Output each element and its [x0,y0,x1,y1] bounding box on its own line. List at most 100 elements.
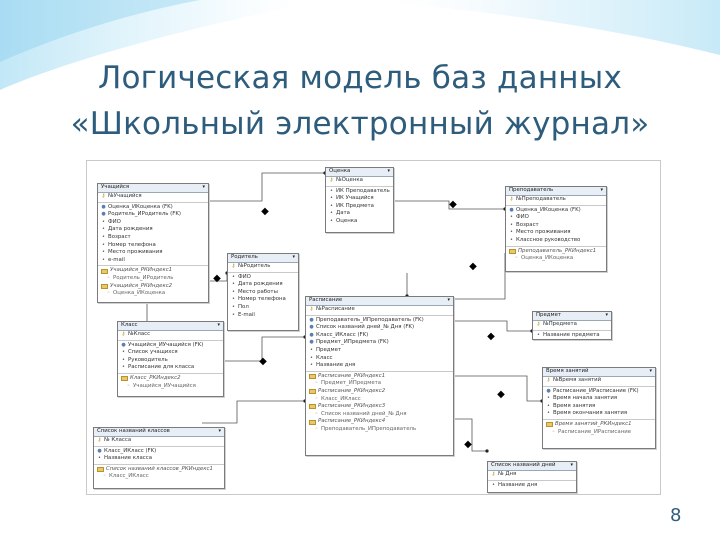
entity-otsenka[interactable]: Оценка▾ ⚷№Оценка•ИК Преподаватель•ИК Уча… [325,167,394,233]
entity-row: •ИК Учащийся [326,195,393,203]
entity-row-text: Время начала занятия [553,395,618,402]
column-icon: • [330,210,333,217]
chevron-down-icon[interactable]: ▾ [570,462,573,469]
entity-row-text: Класс_ИКласс (FK) [316,331,369,338]
entity-row-text: №Преподаватель [516,196,566,202]
entity-separator [506,204,606,206]
entity-predmet[interactable]: Предмет▾ ⚷№Предмета•Название предмета [532,311,612,340]
index-folder-icon [97,467,104,473]
chevron-down-icon[interactable]: ▾ [387,168,390,175]
entity-row-text: Дата [336,210,350,217]
foreign-key-icon: ● [309,331,314,338]
column-icon: • [232,281,235,288]
entity-row: ◦Класс_ИКласс [94,473,224,481]
column-icon: • [547,395,550,402]
entity-klass[interactable]: Класс▾ ⚷№Класс●Учащийся_ИУчащийся (FK)•С… [117,321,224,397]
entity-row-text: Список названий классов_РКИндекс1 [106,465,213,472]
entity-row-text: ИК Преподаватель [336,187,390,194]
chevron-down-icon[interactable]: ▾ [447,297,450,304]
entity-row-text: ИК Учащийся [336,195,374,202]
entity-row-text: Преподаватель_ИПреподаватель [321,425,417,432]
entity-prepodavatel[interactable]: Преподаватель▾ ⚷№Преподаватель●Оценка_ИК… [505,186,607,272]
entity-row: ◦Оценка_ИКоценка [506,255,606,263]
entity-row: ●Преподаватель_ИПреподаватель (FK) [306,317,453,325]
entity-row: Расписание_РКИндекс4 [306,418,453,426]
entity-raspisanie[interactable]: Расписание▾ ⚷№Расписание●Преподаватель_И… [305,296,454,456]
index-folder-icon [309,374,316,380]
entity-row-text: Оценка [336,217,358,224]
chevron-down-icon[interactable]: ▾ [605,312,608,319]
chevron-down-icon[interactable]: ▾ [649,368,652,375]
entity-row-text: Оценка_ИКоценка (FK) [516,206,581,213]
entity-row: ◦Предмет_ИПредмета [306,380,453,388]
entity-row-text: Номер телефона [238,296,286,303]
entity-row: ⚷№Родитель [228,263,298,271]
entity-row: Время занятий_РКИндекс1 [543,421,655,429]
column-icon: • [232,273,235,280]
relation-diamond-icon: ◆ [259,356,267,367]
entity-uchashchiysya[interactable]: Учащийся ▾ ⚷№Учащийся●Оценка_ИКоценка (FK… [97,183,209,303]
entity-row: Преподаватель_РКИндекс1 [506,248,606,256]
chevron-down-icon[interactable]: ▾ [292,254,295,261]
entity-rows: ⚷№Учащийся●Оценка_ИКоценка (FK)●Родитель… [98,193,208,298]
index-folder-icon [309,389,316,395]
entity-vremya-zanyatiy[interactable]: Время занятий▾ ⚷№Время занятий●Расписани… [542,367,656,449]
entity-row: •Дата рождения [228,281,298,289]
entity-title: Учащийся [101,184,130,191]
entity-row-text: Класс_ИКласс (FK) [104,447,157,454]
entity-row-text: Преподаватель_ИПреподаватель (FK) [316,316,424,323]
entity-title: Преподаватель [509,187,554,194]
key-icon: ⚷ [231,263,236,269]
entity-row: ◦Список названий дней_№ Дня [306,411,453,419]
index-folder-icon [101,268,108,274]
entity-roditel[interactable]: Родитель▾ ⚷№Родитель•ФИО•Дата рождения•М… [227,253,299,331]
entity-spisok-klassov[interactable]: Список названий классов▾ ⚷№ Класса●Класс… [93,427,225,489]
entity-row-text: Расписание для класса [128,364,195,371]
entity-row-text: e-mail [108,256,125,263]
column-icon: • [510,229,513,236]
chevron-down-icon[interactable]: ▾ [202,184,205,191]
chevron-down-icon[interactable]: ▾ [217,322,220,329]
key-icon: ⚷ [101,193,106,199]
entity-row: ●Расписание_ИРасписание (FK) [543,388,655,396]
index-column-icon: ◦ [315,380,318,387]
entity-separator [543,418,655,420]
entity-row: ●Родитель_ИРодитель (FK) [98,211,208,219]
entity-row: •ИК Преподаватель [326,188,393,196]
column-icon: • [102,241,105,248]
index-column-icon: ◦ [515,255,518,262]
index-column-icon: ◦ [127,382,130,389]
entity-row-text: Предмет_ИПредмета (FK) [316,339,389,346]
entity-row-text: Расписание_ИРасписание (FK) [553,387,639,394]
entity-row: ⚷№ Класса [94,437,224,445]
entity-row: Расписание_РКИндекс2 [306,388,453,396]
entity-row: •Возраст [506,222,606,230]
foreign-key-icon: ● [101,203,106,210]
chevron-down-icon[interactable]: ▾ [218,428,221,435]
entity-separator [306,314,453,316]
entity-row-text: №Класс [128,331,151,337]
entity-row: •Место проживания [98,249,208,257]
er-diagram: ◆ ◆ ◆ ◆ ◆ ◆ ◆ ◆ Учащийся▾ ⚷№Учащийся●Оце… [86,160,661,495]
entity-rows: ⚷№Родитель•ФИО•Дата рождения•Место работ… [228,263,298,319]
slide-title-line2: «Школьный электронный журнал» [70,106,650,142]
entity-row: •Список учащихся [118,349,223,357]
entity-row: ⚷№ Дня [488,471,576,479]
entity-row-text: Время занятий_РКИндекс1 [555,420,632,427]
entity-row-text: Название дня [498,481,538,488]
entity-row-text: Класс [316,354,333,361]
entity-spisok-dney[interactable]: Список названий дней▾ ⚷№ Дня•Название дн… [487,461,577,493]
entity-row: •Оценка [326,218,393,226]
entity-row-text: Пол [238,303,249,310]
entity-row: ●Класс_ИКласс (FK) [94,448,224,456]
entity-row: ●Учащийся_ИУчащийся (FK) [118,342,223,350]
entity-separator [506,245,606,247]
key-icon: ⚷ [536,321,541,327]
column-icon: • [232,303,235,310]
entity-rows: ⚷№Оценка•ИК Преподаватель•ИК Учащийся•ИК… [326,177,393,226]
column-icon: • [310,346,313,353]
column-icon: • [310,354,313,361]
chevron-down-icon[interactable]: ▾ [600,187,603,194]
entity-row-text: Оценка_ИКоценка (FK) [108,203,173,210]
entity-row: ⚷№Класс [118,331,223,339]
